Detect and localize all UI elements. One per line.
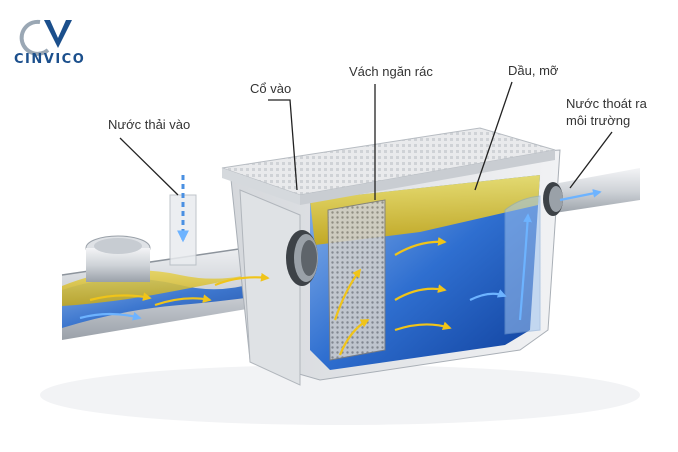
cinvico-logo bbox=[19, 19, 72, 56]
outlet-riser bbox=[504, 195, 541, 335]
label-screen-baffle: Vách ngăn rác bbox=[349, 64, 433, 79]
label-outflow: Nước thoát ra môi trường bbox=[566, 95, 647, 129]
floor-shadow bbox=[40, 365, 640, 425]
label-inflow: Nước thải vào bbox=[108, 117, 191, 132]
leader-outflow bbox=[569, 131, 613, 189]
screen-baffle bbox=[327, 199, 386, 361]
leader-inflow bbox=[119, 137, 179, 196]
label-outflow-line1: Nước thoát ra bbox=[566, 96, 647, 111]
cleanout-fitting bbox=[85, 235, 151, 282]
flow-arrows bbox=[79, 189, 602, 356]
vertical-inflow-pipe bbox=[169, 175, 197, 266]
inlet-coupling bbox=[286, 230, 318, 286]
callout-leaders bbox=[119, 81, 613, 200]
leader-oil bbox=[474, 81, 513, 191]
tank-lid bbox=[221, 127, 556, 205]
brand-name: CINVICO bbox=[14, 52, 86, 67]
leader-inlet bbox=[268, 99, 298, 191]
label-outflow-line2: môi trường bbox=[566, 113, 631, 128]
label-oil-grease: Dầu, mỡ bbox=[508, 63, 559, 78]
label-inlet-neck: Cổ vào bbox=[250, 81, 292, 96]
